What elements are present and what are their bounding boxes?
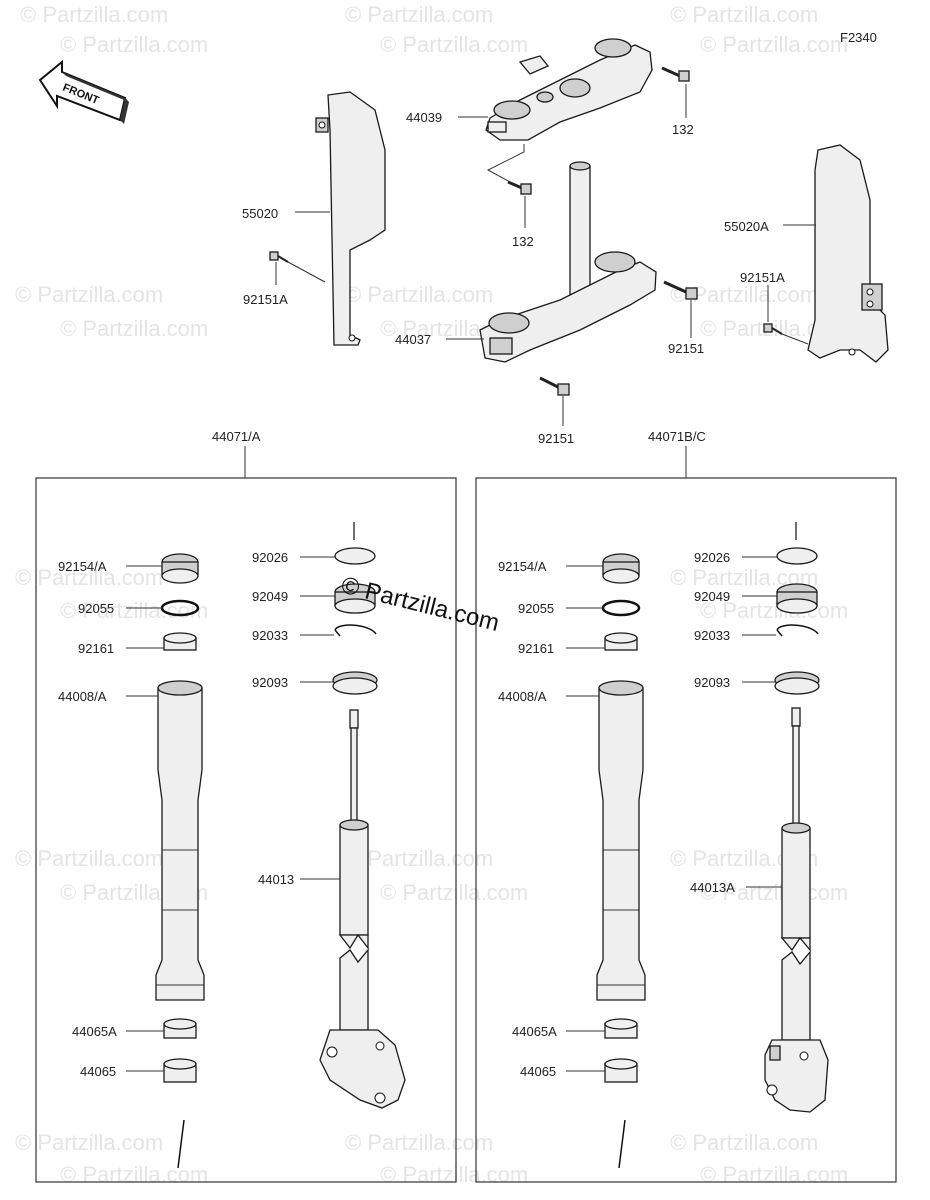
label-l-44008: 44008/A: [58, 689, 107, 704]
fork-guard-right: [807, 144, 889, 363]
bolt-92151A-left: [269, 251, 289, 263]
watermark: © Partzilla.com: [380, 1162, 528, 1187]
watermark: © Partzilla.com: [15, 846, 163, 871]
fork-assembly-right: [596, 522, 829, 1169]
watermark: © Partzilla.com: [345, 846, 493, 871]
watermark-layer: © Partzilla.com © Partzilla.com © Partzi…: [15, 2, 848, 1187]
watermark: © Partzilla.com: [345, 1130, 493, 1155]
label-r-92033: 92033: [694, 628, 730, 643]
label-r-44013A: 44013A: [690, 880, 735, 895]
watermark: © Partzilla.com: [15, 282, 163, 307]
label-92151A-left: 92151A: [243, 292, 288, 307]
leader-lines-left: [126, 556, 340, 1072]
label-l-44065A: 44065A: [72, 1024, 117, 1039]
label-l-92055: 92055: [78, 601, 114, 616]
label-l-44013: 44013: [258, 872, 294, 887]
label-box-right: 44071B/C: [648, 429, 706, 444]
bolt-92151A-right: [763, 323, 783, 335]
watermark: © Partzilla.com: [345, 2, 493, 27]
watermark: © Partzilla.com: [60, 1162, 208, 1187]
label-l-44065: 44065: [80, 1064, 116, 1079]
upper-triple-clamp: [485, 38, 653, 141]
fork-guard-left: [315, 91, 386, 346]
watermark: © Partzilla.com: [15, 1130, 163, 1155]
watermark: © Partzilla.com: [20, 2, 168, 27]
label-132-top: 132: [672, 122, 694, 137]
label-92151-bottom: 92151: [538, 431, 574, 446]
label-r-92161: 92161: [518, 641, 554, 656]
label-r-92049: 92049: [694, 589, 730, 604]
label-r-92055: 92055: [518, 601, 554, 616]
watermark: © Partzilla.com: [60, 32, 208, 57]
front-direction-icon: FRONT: [38, 59, 129, 124]
label-92151A-right: 92151A: [740, 270, 785, 285]
label-55020A: 55020A: [724, 219, 769, 234]
watermark: © Partzilla.com: [700, 598, 848, 623]
label-r-92026: 92026: [694, 550, 730, 565]
fork-assembly-box-right: [475, 477, 897, 1183]
label-l-92154: 92154/A: [58, 559, 107, 574]
label-r-92093: 92093: [694, 675, 730, 690]
watermark: © Partzilla.com: [380, 880, 528, 905]
label-r-44065A: 44065A: [512, 1024, 557, 1039]
label-92151-right: 92151: [668, 341, 704, 356]
bolt-132-mid: [507, 180, 532, 195]
diagram-code: F2340: [840, 30, 877, 45]
label-l-92161: 92161: [78, 641, 114, 656]
fork-assembly-box-left: [35, 477, 457, 1183]
label-r-44008: 44008/A: [498, 689, 547, 704]
watermark: © Partzilla.com: [700, 1162, 848, 1187]
leader-lines-upper: [244, 84, 816, 478]
bolt-92151-right: [663, 280, 698, 300]
label-44037: 44037: [395, 332, 431, 347]
label-r-44065: 44065: [520, 1064, 556, 1079]
bolt-132-top: [661, 66, 690, 82]
label-r-92154: 92154/A: [498, 559, 547, 574]
watermark: © Partzilla.com: [60, 316, 208, 341]
watermark: © Partzilla.com: [700, 32, 848, 57]
watermark: © Partzilla.com: [670, 1130, 818, 1155]
label-l-92026: 92026: [252, 550, 288, 565]
steering-stem: [479, 161, 657, 363]
label-box-left: 44071/A: [212, 429, 261, 444]
label-l-92049: 92049: [252, 589, 288, 604]
watermark: © Partzilla.com: [345, 282, 493, 307]
label-l-92093: 92093: [252, 675, 288, 690]
leader-lines-right: [566, 556, 782, 1072]
label-l-92033: 92033: [252, 628, 288, 643]
label-44039: 44039: [406, 110, 442, 125]
label-132-mid: 132: [512, 234, 534, 249]
watermark: © Partzilla.com: [15, 565, 163, 590]
fork-assembly-left: [155, 522, 406, 1169]
label-55020: 55020: [242, 206, 278, 221]
bolt-92151-bottom: [539, 376, 570, 396]
watermark: © Partzilla.com: [380, 32, 528, 57]
watermark: © Partzilla.com: [700, 880, 848, 905]
watermark: © Partzilla.com: [670, 2, 818, 27]
